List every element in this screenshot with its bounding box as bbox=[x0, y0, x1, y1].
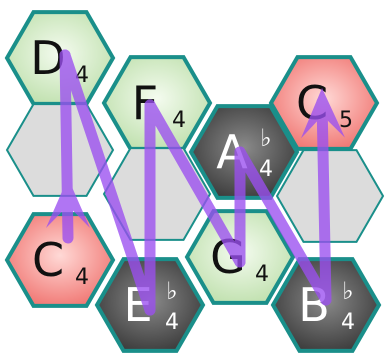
path-end-arrow bbox=[300, 88, 345, 139]
note-octave: 5 bbox=[339, 108, 353, 133]
note-octave: 4 bbox=[165, 310, 179, 335]
path-segment bbox=[59, 49, 74, 244]
note-accidental: ♭ bbox=[342, 277, 353, 305]
melody-path bbox=[46, 49, 345, 316]
path-segment bbox=[144, 99, 246, 268]
note-octave: 4 bbox=[172, 108, 186, 133]
note-octave: 4 bbox=[259, 157, 273, 182]
path-segment bbox=[59, 49, 156, 316]
note-letter: C bbox=[32, 233, 64, 287]
path-segment bbox=[234, 146, 332, 306]
hex-cell-empty bbox=[275, 149, 385, 243]
path-segment bbox=[316, 96, 332, 306]
note-accidental: ♭ bbox=[166, 277, 177, 305]
hex-cell-c4[interactable] bbox=[4, 212, 116, 308]
note-octave: 4 bbox=[255, 262, 269, 287]
note-accidental: ♭ bbox=[260, 124, 271, 152]
note-octave: 4 bbox=[341, 310, 355, 335]
path-start-arrow bbox=[46, 178, 90, 228]
note-octave: 4 bbox=[75, 265, 89, 290]
